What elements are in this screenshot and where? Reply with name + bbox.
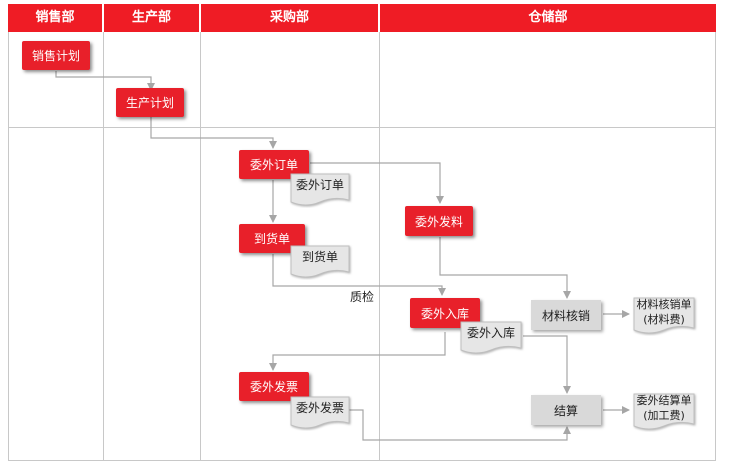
- document-label: 到货单: [301, 250, 338, 264]
- quality-check-label: 质检: [350, 290, 375, 304]
- document-icon: [460, 321, 522, 354]
- connector-issue-to-writeoff: [439, 237, 571, 299]
- document-label-line2: (材料费): [643, 313, 685, 326]
- document-icon: [290, 396, 350, 429]
- lane-header-production: 生产部: [104, 4, 199, 32]
- phase-divider: [8, 127, 716, 128]
- outsource-issue-box[interactable]: 委外发料: [405, 206, 473, 236]
- document-label: 委外入库: [466, 326, 515, 340]
- lane-header-warehouse: 仓储部: [380, 4, 716, 32]
- lane-header-purchasing: 采购部: [201, 4, 378, 32]
- document-label: 委外发票: [295, 401, 344, 415]
- outsource-order-document[interactable]: 委外订单: [289, 172, 351, 206]
- connector-sales-to-production: [55, 71, 155, 91]
- material-writeoff-document[interactable]: 材料核销单 (材料费): [632, 296, 696, 334]
- arrival-document[interactable]: 到货单: [289, 244, 351, 278]
- document-icon: [290, 245, 350, 278]
- connector-receipt-to-settlement: [523, 335, 571, 394]
- document-icon: [290, 173, 350, 206]
- lane-divider: [103, 32, 104, 461]
- document-label: 委外订单: [295, 178, 344, 192]
- settlement-box[interactable]: 结算: [531, 395, 601, 425]
- outsource-receipt-document[interactable]: 委外入库: [459, 320, 523, 354]
- lane-divider: [379, 32, 380, 461]
- document-icon: [633, 393, 695, 430]
- sales-plan-box[interactable]: 销售计划: [22, 41, 90, 70]
- material-writeoff-box[interactable]: 材料核销: [531, 300, 601, 330]
- lane-divider: [8, 32, 9, 461]
- connector-production-to-order: [150, 117, 277, 149]
- lane-divider: [715, 32, 716, 461]
- connector-order-to-issue: [310, 162, 444, 204]
- lane-divider: [200, 32, 201, 461]
- connector-arrival-to-receipt: [272, 254, 446, 296]
- connector-receipt-to-invoice: [269, 332, 446, 371]
- document-icon: [633, 297, 695, 334]
- document-label-line1: 委外结算单: [636, 394, 692, 407]
- outsource-invoice-document[interactable]: 委外发票: [289, 395, 351, 429]
- document-label-line1: 材料核销单: [636, 298, 692, 311]
- settlement-document[interactable]: 委外结算单 (加工费): [632, 392, 696, 430]
- outsource-invoice-box[interactable]: 委外发票: [239, 372, 309, 401]
- production-plan-box[interactable]: 生产计划: [116, 88, 184, 117]
- bottom-border: [8, 460, 716, 461]
- lane-header-sales: 销售部: [8, 4, 102, 32]
- connector-invoice-to-settlement: [348, 409, 571, 441]
- document-label-line2: (加工费): [643, 409, 685, 422]
